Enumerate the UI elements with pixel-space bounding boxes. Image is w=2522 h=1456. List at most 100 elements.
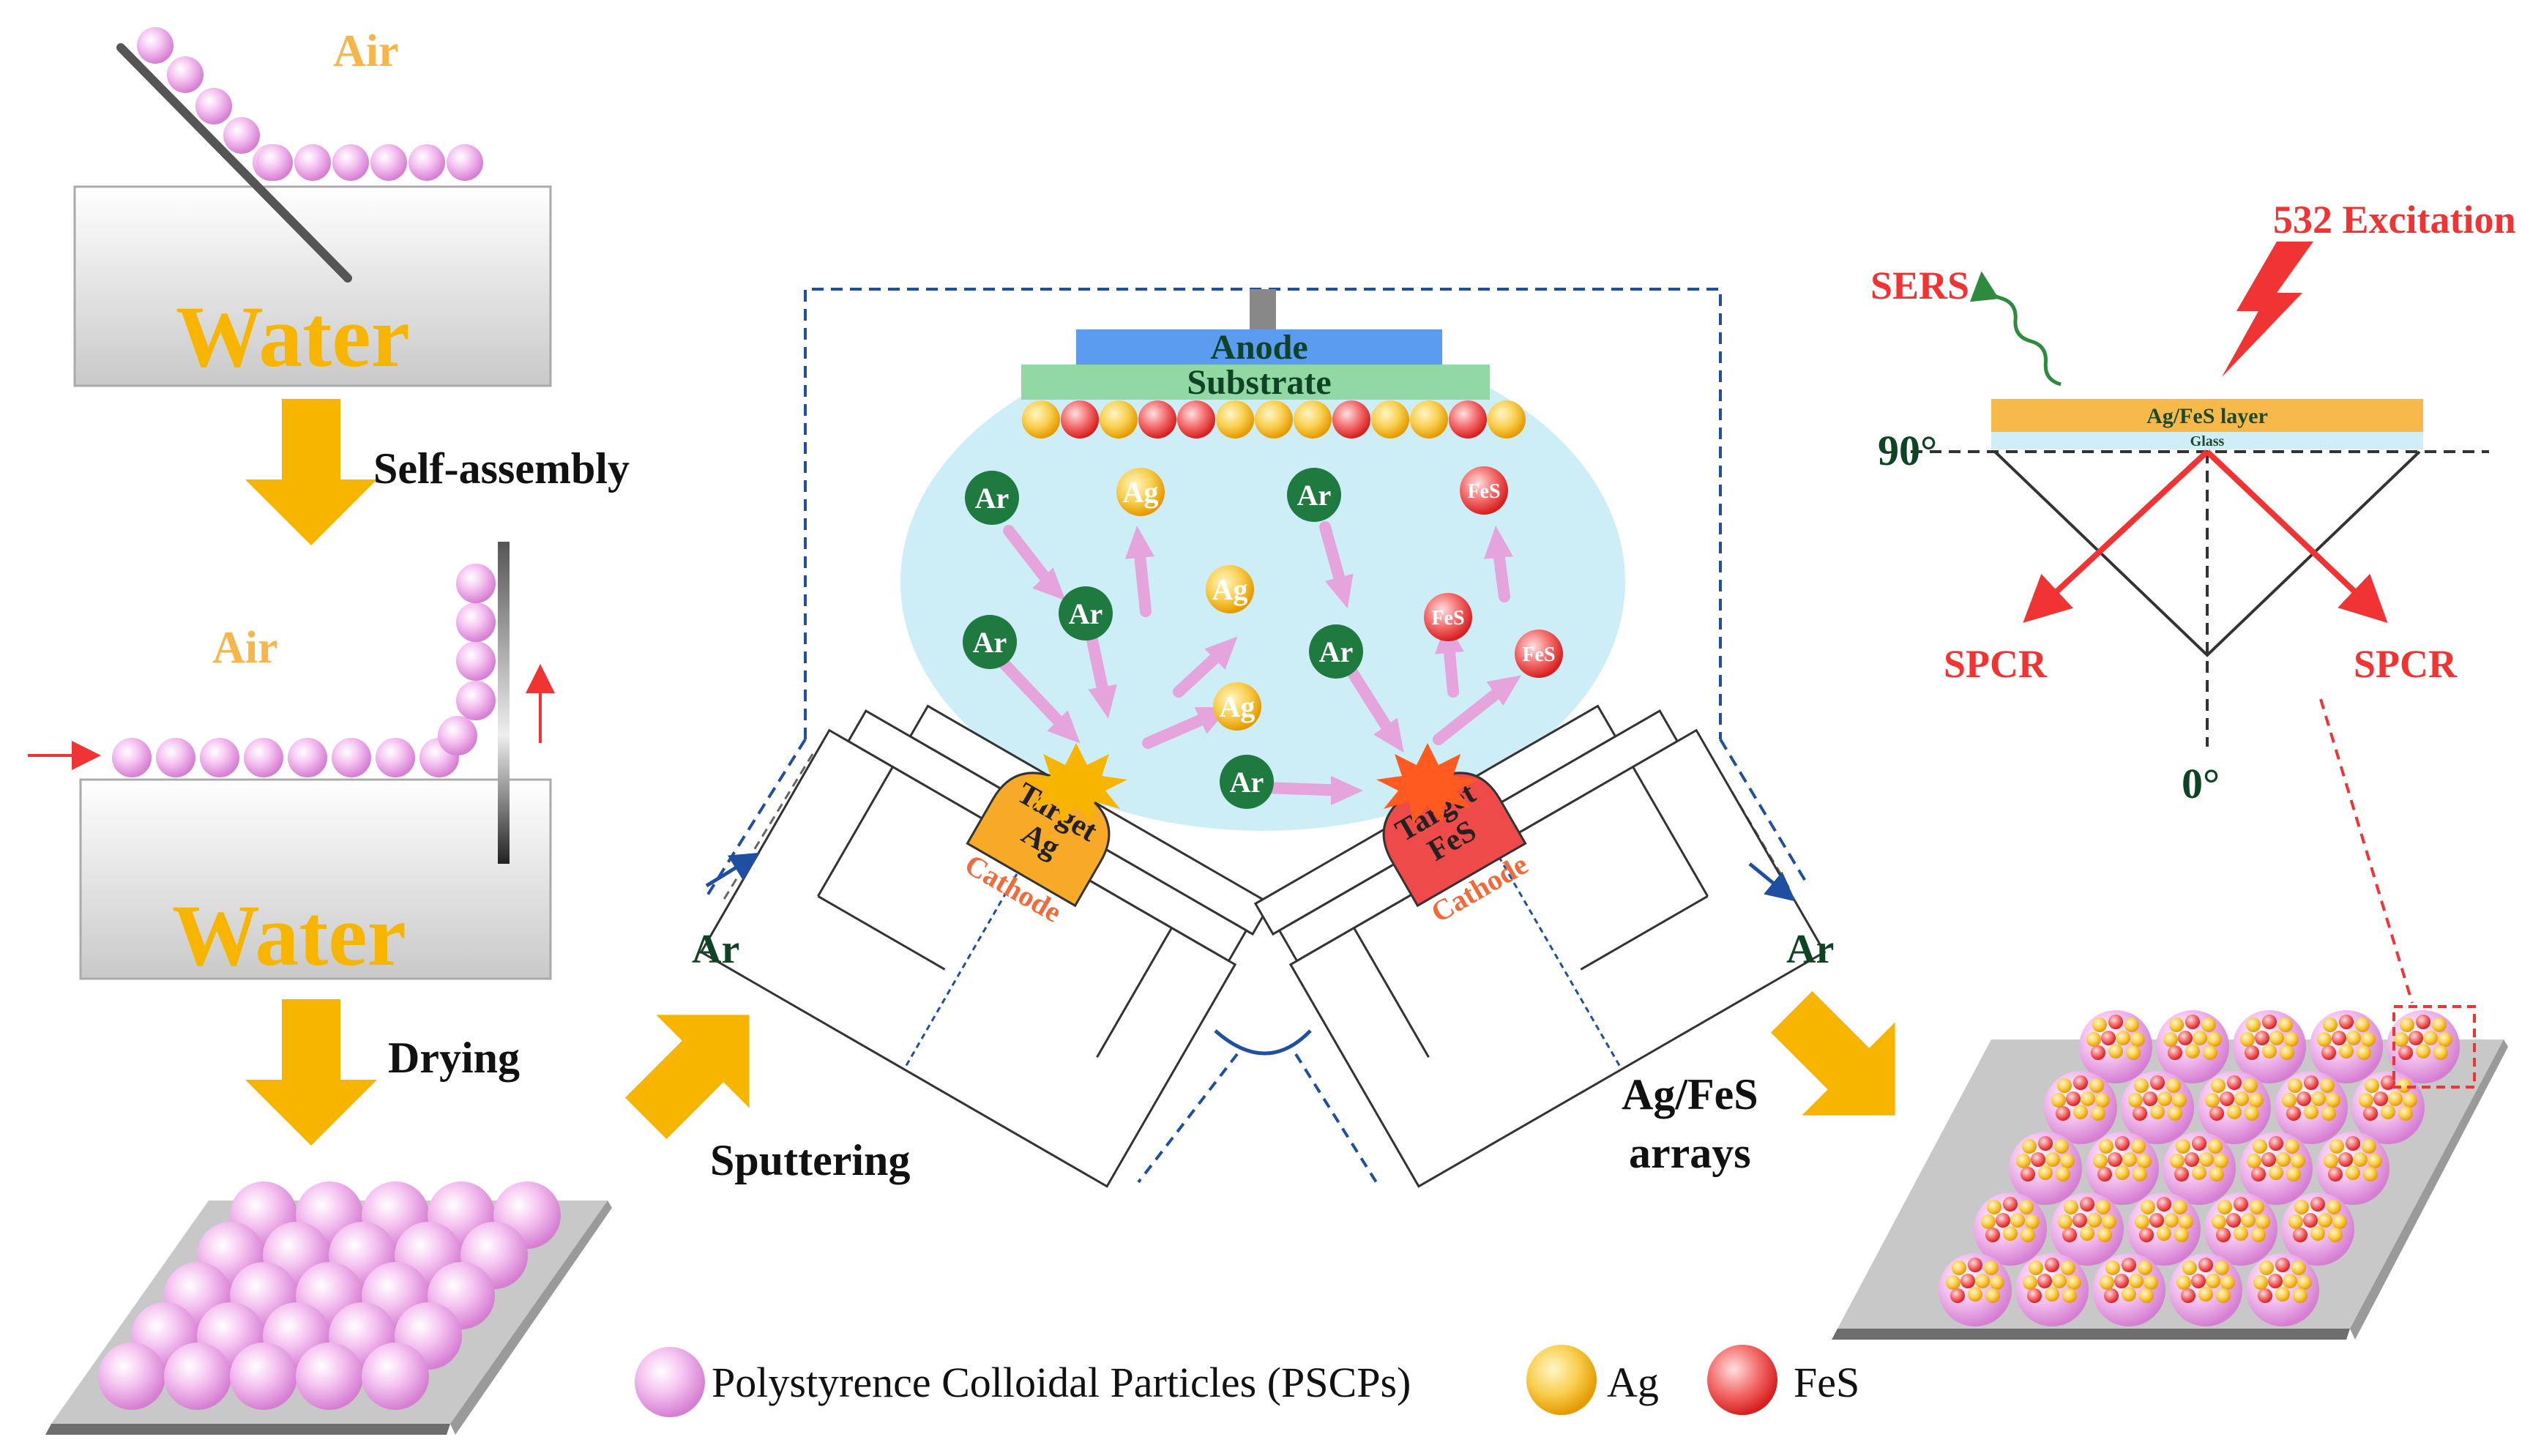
ag-nanoparticle [2170,1154,2185,1168]
pscp-sphere [164,1343,231,1410]
ag-nanoparticle [2403,1093,2417,1108]
ag-nanoparticle [2400,1018,2414,1032]
plasma-arrowhead [1204,636,1238,670]
fes-nanoparticle [2168,1045,2182,1060]
spark-fes [1376,743,1479,824]
fes-nanoparticle [2373,1091,2388,1106]
ag-nanoparticle [2025,1214,2040,1229]
ag-nanoparticle [2139,1288,2154,1303]
ag-nanoparticle [2243,1078,2258,1093]
ag-nanoparticle [2240,1032,2255,1047]
ag-nanoparticle [2130,1032,2145,1047]
arrays-label-line2: arrays [1629,1129,1751,1177]
pscp-sphere [296,1343,363,1410]
ag-nanoparticle [2087,1213,2102,1228]
ag-nanoparticle [2054,1139,2069,1154]
ag-nanoparticle [2215,1261,2229,1275]
ag-nanoparticle [2019,1200,2034,1214]
fes-particle [1177,400,1215,438]
spark-ag [1025,743,1127,824]
fes-nanoparticle [2226,1213,2241,1228]
ag-fes-array-plate [1832,1005,2508,1340]
ag-nanoparticle [2150,1105,2165,1119]
ag-nanoparticle [2423,1031,2438,1045]
ag-nanoparticle [2323,1018,2338,1032]
ag-nanoparticle [2182,1261,2197,1275]
ag-nanoparticle [2169,1018,2184,1032]
plasma-arrowhead [1032,567,1066,601]
ag-particle [1488,400,1526,438]
sers-label: SERS [1870,264,1969,307]
ag-nanoparticle [2057,1078,2072,1093]
fes-particle [1449,400,1487,438]
legend-ag-swatch [1526,1345,1597,1415]
ag-nanoparticle [2250,1200,2264,1214]
ag-nanoparticle [2362,1139,2376,1154]
ag-nanoparticle [2133,1167,2147,1181]
fes-nanoparticle [2416,1015,2430,1029]
fes-nanoparticle [2073,1075,2088,1090]
anode-label: Anode [1210,328,1307,367]
legend-fes-swatch [1707,1345,1777,1415]
fes-nanoparticle [2027,1288,2042,1303]
ag-particle [1371,400,1409,438]
ag-nanoparticle [2129,1274,2144,1288]
fes-particle-label: FeS [1431,607,1464,630]
pscp-sphere [195,88,232,124]
fes-nanoparticle [2409,1031,2423,1045]
fes-nanoparticle [2114,1274,2129,1288]
fes-nanoparticle [2080,1197,2094,1212]
spcr-label-left: SPCR [1944,642,2048,686]
legend-ag-label: Ag [1607,1359,1659,1406]
pscp-chain-top [137,27,483,181]
ag-nanoparticle [2045,1287,2059,1302]
ag-nanoparticle [2220,1275,2235,1290]
plasma-arrowhead [1483,526,1513,559]
ag-nanoparticle [2247,1154,2261,1168]
fes-nanoparticle [2220,1091,2234,1106]
ag-nanoparticle [2116,1031,2130,1045]
ag-nanoparticle [2179,1214,2193,1229]
fes-nanoparticle [2062,1228,2077,1242]
ag-nanoparticle [2259,1261,2274,1275]
ar-particle-label: Ar [1230,766,1264,799]
ag-nanoparticle [2288,1214,2303,1229]
ag-nanoparticle [2029,1261,2043,1275]
self-assembly-step-mid: Air Water [28,542,555,984]
fes-nanoparticle [2275,1258,2290,1272]
ag-particle-label: Ag [1123,476,1159,509]
ag-nanoparticle [2394,1032,2409,1047]
fes-particle [1332,400,1370,438]
ag-nanoparticle [2058,1214,2073,1229]
ag-nanoparticle [2293,1288,2308,1303]
ag-nanoparticle [2176,1275,2191,1290]
ag-nanoparticle [2329,1139,2344,1154]
fes-nanoparticle [2192,1136,2206,1151]
fes-nanoparticle [2122,1258,2136,1272]
ag-nanoparticle [2253,1139,2267,1154]
fes-nanoparticle [2108,1015,2123,1029]
ag-nanoparticle [2168,1106,2182,1121]
ag-nanoparticle [1990,1275,2004,1290]
fes-nanoparticle [2398,1045,2413,1060]
fes-nanoparticle [2174,1167,2189,1181]
ag-nanoparticle [2164,1213,2179,1228]
ag-nanoparticle [2166,1078,2181,1093]
fes-nanoparticle [2021,1167,2035,1181]
ag-nanoparticle [2137,1154,2152,1168]
ag-nanoparticle [1952,1261,1966,1275]
ar-particle-label: Ar [973,626,1007,659]
self-assembly-step-top: Air Water [73,26,552,387]
fes-particle [1138,400,1176,438]
plasma-arrowhead [1324,573,1354,609]
fes-nanoparticle [2209,1106,2224,1121]
ag-nanoparticle [2332,1214,2347,1229]
ag-nanoparticle [2135,1214,2149,1229]
fes-nanoparticle [2258,1288,2272,1303]
ag-nanoparticle [2052,1274,2067,1288]
pscp-sphere [112,738,152,777]
ag-particle-label: Ag [1220,690,1256,723]
ag-nanoparticle [2262,1044,2277,1059]
ag-nanoparticle [2056,1167,2070,1181]
